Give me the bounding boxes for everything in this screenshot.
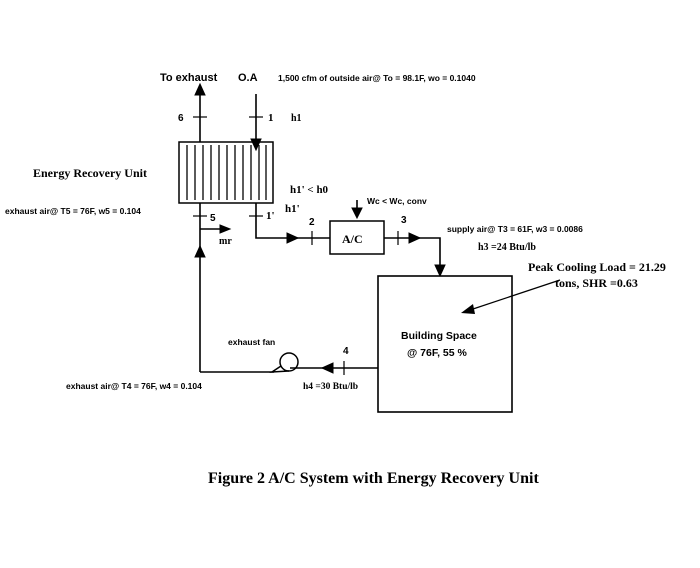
arrow-right-3	[408, 232, 422, 244]
duct-lines	[199, 94, 441, 373]
label-h1p: h1'	[285, 203, 300, 215]
label-work-condition: Wc < Wc, conv	[367, 196, 427, 206]
duct-treated-outside-air	[255, 203, 330, 239]
label-exhaust-air-5: exhaust air@ T5 = 76F, w5 = 0.104	[5, 206, 141, 216]
label-h4: h4 =30 Btu/lb	[303, 382, 358, 392]
label-building-line1: Building Space	[401, 330, 477, 342]
exhaust-fan-icon	[269, 352, 299, 373]
label-state-3: 3	[401, 215, 407, 226]
label-state-6: 6	[178, 113, 184, 124]
label-eru-title: Energy Recovery Unit	[33, 166, 147, 180]
label-state-1p: 1'	[266, 210, 275, 222]
label-to-exhaust: To exhaust	[160, 72, 218, 84]
label-supply-air-3: supply air@ T3 = 61F, w3 = 0.0086	[447, 224, 583, 234]
building-space-box	[377, 275, 513, 413]
duct-supply-air	[384, 237, 441, 272]
figure-caption: Figure 2 A/C System with Energy Recovery…	[208, 470, 539, 487]
label-peak-load-line1: Peak Cooling Load = 21.29	[528, 260, 666, 274]
label-h3: h3 =24 Btu/lb	[478, 242, 536, 253]
label-state-2: 2	[309, 217, 315, 228]
label-mr: mr	[219, 236, 232, 247]
label-oa: O.A	[238, 72, 258, 84]
state-ticks	[193, 116, 399, 375]
arrow-down-supply	[434, 264, 446, 278]
label-exhaust-fan: exhaust fan	[228, 337, 275, 347]
label-state-4: 4	[343, 346, 349, 357]
label-state-5: 5	[210, 213, 216, 224]
peak-load-pointer	[461, 279, 561, 314]
energy-recovery-unit	[178, 141, 274, 204]
arrow-right-2	[286, 232, 300, 244]
label-state-1: 1	[268, 112, 274, 124]
arrow-down-oa	[250, 138, 262, 152]
label-ac-unit: A/C	[342, 232, 363, 246]
label-outside-air-spec: 1,500 cfm of outside air@ To = 98.1F, wo…	[278, 73, 476, 83]
label-peak-load-line2: tons, SHR =0.63	[555, 276, 638, 290]
arrow-up-exhaust	[194, 82, 206, 96]
flow-arrows	[194, 82, 446, 374]
arrow-up-return	[194, 244, 206, 258]
label-h1: h1	[291, 113, 302, 124]
arrow-left-4	[320, 362, 334, 374]
label-exhaust-air-4: exhaust air@ T4 = 76F, w4 = 0.104	[66, 381, 202, 391]
ac-unit-box	[329, 220, 385, 255]
label-building-line2: @ 76F, 55 %	[407, 347, 468, 359]
label-h1p-lt-h0: h1' < h0	[290, 184, 329, 196]
